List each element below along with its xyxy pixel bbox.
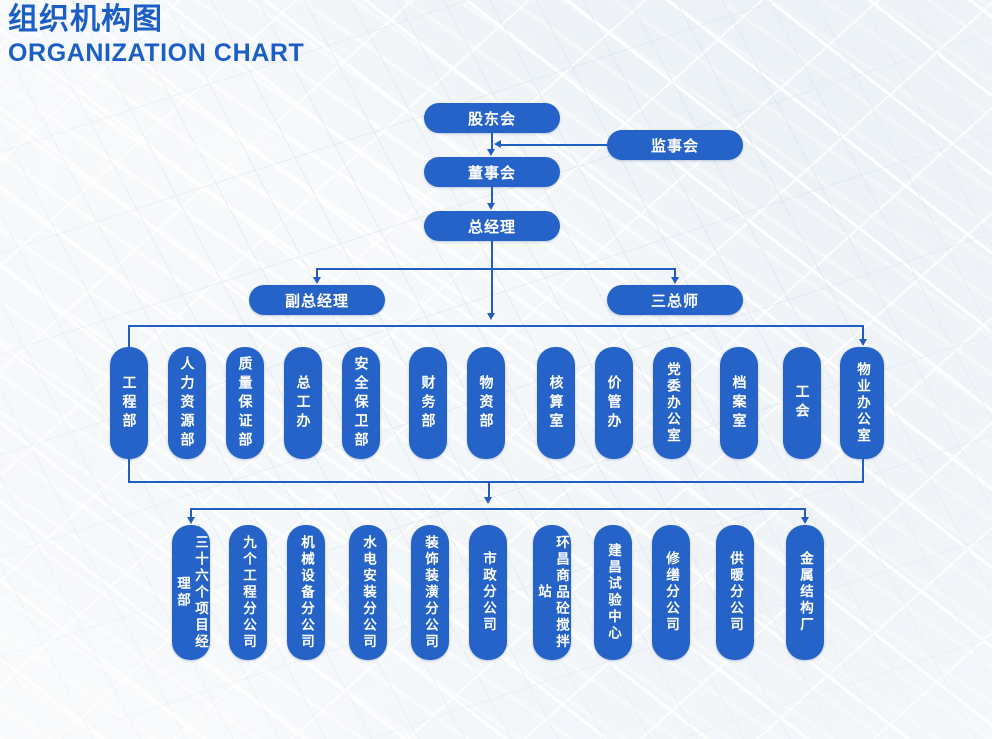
page-title: 组织机构图 ORGANIZATION CHART <box>8 2 304 68</box>
node-department-6[interactable]: 物资部 <box>467 347 505 459</box>
node-subsidiary-9[interactable]: 供暖分公司 <box>716 525 754 660</box>
connector-dept-left-down <box>128 459 130 482</box>
node-department-0[interactable]: 工程部 <box>110 347 148 459</box>
arrow-gm-to-department-bus <box>486 313 495 320</box>
node-department-3[interactable]: 总工办 <box>284 347 322 459</box>
node-department-7[interactable]: 核算室 <box>537 347 575 459</box>
subsidiary-lower-bus-line <box>190 508 805 510</box>
arrow-bus-to-chief-engineers <box>670 277 679 284</box>
connector-gm-to-department-bus <box>491 268 493 314</box>
node-subsidiary-4[interactable]: 装饰装潢分公司 <box>411 525 449 660</box>
node-department-11[interactable]: 工会 <box>783 347 821 459</box>
node-department-4[interactable]: 安全保卫部 <box>342 347 380 459</box>
department-bus-right-drop <box>862 325 864 340</box>
node-department-8[interactable]: 价管办 <box>595 347 633 459</box>
node-subsidiary-6[interactable]: 环昌商品砼搅拌站 <box>533 525 571 660</box>
node-subsidiary-0[interactable]: 三十六个项目经理部 <box>172 525 210 660</box>
connector-supervisors-to-chain <box>498 144 608 146</box>
connector-gm-split-bus <box>317 268 675 270</box>
node-department-5[interactable]: 财务部 <box>409 347 447 459</box>
node-general-manager[interactable]: 总经理 <box>424 211 560 241</box>
arrow-subsidiary-bus-right <box>800 517 809 524</box>
connector-gm-down <box>491 241 493 269</box>
node-subsidiary-1[interactable]: 九个工程分公司 <box>229 525 267 660</box>
subsidiary-bus-left-drop <box>190 508 192 518</box>
node-board-of-supervisors[interactable]: 监事会 <box>607 130 743 160</box>
arrow-shareholders-to-board <box>486 149 495 156</box>
department-bus-line <box>128 325 864 327</box>
node-deputy-general-manager[interactable]: 副总经理 <box>249 285 385 315</box>
connector-shareholders-to-board <box>491 133 493 150</box>
node-department-9[interactable]: 党委办公室 <box>653 347 691 459</box>
arrow-bus-to-deputy-gm <box>312 277 321 284</box>
node-department-1[interactable]: 人力资源部 <box>168 347 206 459</box>
arrow-upper-to-lower-bus <box>483 497 492 504</box>
arrow-subsidiary-bus-left <box>186 517 195 524</box>
node-department-12[interactable]: 物业办公室 <box>840 347 884 459</box>
node-subsidiary-5[interactable]: 市政分公司 <box>469 525 507 660</box>
node-three-chief-engineers[interactable]: 三总师 <box>607 285 743 315</box>
subsidiary-upper-bus-line <box>128 481 864 483</box>
department-bus-left-drop <box>128 325 130 347</box>
node-department-2[interactable]: 质量保证部 <box>226 347 264 459</box>
node-subsidiary-7[interactable]: 建昌试验中心 <box>594 525 632 660</box>
node-subsidiary-8[interactable]: 修缮分公司 <box>652 525 690 660</box>
arrow-department-bus-right <box>858 339 867 346</box>
node-board-of-directors[interactable]: 董事会 <box>424 157 560 187</box>
subsidiary-bus-right-drop <box>804 508 806 518</box>
connector-board-to-gm <box>491 187 493 204</box>
arrow-supervisors-to-chain <box>494 139 501 148</box>
connector-bus-to-deputy-gm <box>316 268 318 278</box>
node-subsidiary-10[interactable]: 金属结构厂 <box>786 525 824 660</box>
node-department-10[interactable]: 档案室 <box>720 347 758 459</box>
connector-bus-to-chief-engineers <box>674 268 676 278</box>
connector-dept-right-down <box>862 459 864 482</box>
node-subsidiary-3[interactable]: 水电安装分公司 <box>349 525 387 660</box>
title-chinese: 组织机构图 <box>8 3 163 36</box>
node-subsidiary-2[interactable]: 机械设备分公司 <box>287 525 325 660</box>
arrow-board-to-gm <box>486 203 495 210</box>
node-shareholders-meeting[interactable]: 股东会 <box>424 103 560 133</box>
title-english: ORGANIZATION CHART <box>8 39 305 67</box>
connector-upper-to-lower-bus <box>488 481 490 498</box>
